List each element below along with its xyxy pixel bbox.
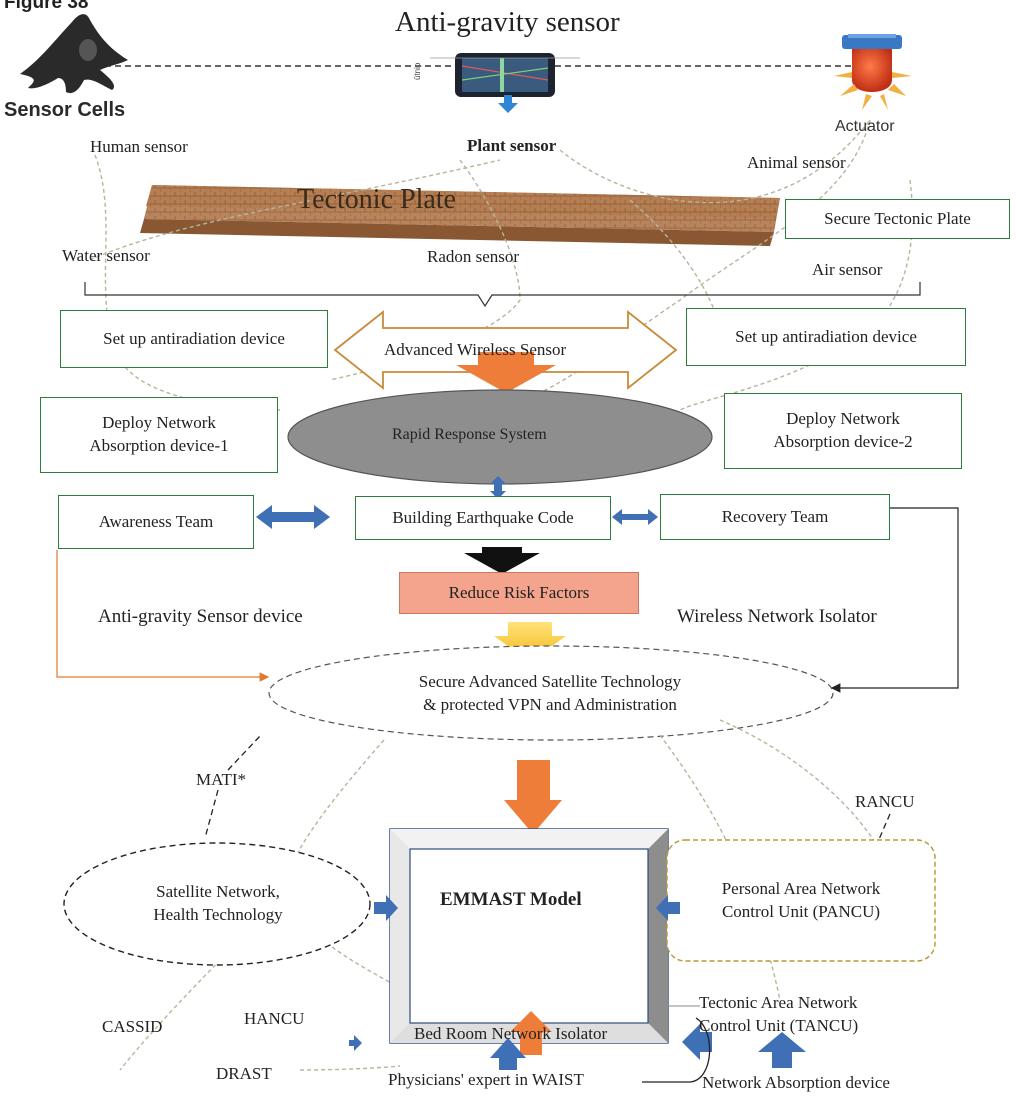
human-sensor-label: Human sensor <box>90 137 188 156</box>
satellite-network-line2: Health Technology <box>153 905 283 924</box>
tectonic-plate-label: Tectonic Plate <box>297 184 456 215</box>
antiradiation-device-right: Set up antiradiation device <box>686 308 966 366</box>
network-absorption-label: Network Absorption device <box>702 1073 890 1092</box>
yellow-down-arrow <box>494 622 566 662</box>
secure-tectonic-plate-box: Secure Tectonic Plate <box>785 199 1010 239</box>
blue-up-arrow-physicians <box>490 1038 526 1070</box>
deploy-network-box-1: Deploy Network Absorption device-1 <box>40 397 278 473</box>
actuator-label: Actuator <box>835 118 895 135</box>
blue-arrow-satnet-emmast <box>374 895 398 921</box>
pancu-line2: Control Unit (PANCU) <box>721 902 881 921</box>
plant-sensor-label: Plant sensor <box>467 136 557 155</box>
blue-updown-arrow-1 <box>490 476 506 499</box>
satellite-ellipse <box>268 645 834 741</box>
water-sensor-label: Water sensor <box>62 246 150 265</box>
satellite-line2: & protected VPN and Administration <box>423 695 677 714</box>
satellite-text: Secure Advanced Satellite Technology & p… <box>300 663 800 725</box>
sensor-cell-icon <box>20 14 128 94</box>
blue-arrow-hancu <box>349 1035 362 1051</box>
tablet-sensor-icon: ûtnip <box>413 53 580 113</box>
deploy-network-1-line2: Absorption device-1 <box>89 436 229 455</box>
actuator-icon <box>834 34 912 110</box>
anti-gravity-device-label: Anti-gravity Sensor device <box>98 606 303 627</box>
physicians-connector <box>642 1017 711 1083</box>
sensor-bracket <box>84 282 921 308</box>
deploy-network-box-2: Deploy Network Absorption device-2 <box>724 393 962 469</box>
wireless-isolator-label: Wireless Network Isolator <box>677 606 877 627</box>
blue-double-arrow-recovery <box>612 509 658 525</box>
satellite-network-line1: Satellite Network, <box>156 882 280 902</box>
awareness-team-box: Awareness Team <box>58 495 254 549</box>
reduce-risk-box: Reduce Risk Factors <box>399 572 639 614</box>
drast-label: DRAST <box>216 1064 272 1083</box>
antiradiation-device-left: Set up antiradiation device <box>60 310 328 368</box>
blue-double-arrow-awareness <box>256 505 330 529</box>
blue-up-arrow-absorption <box>758 1032 806 1068</box>
recovery-team-box: Recovery Team <box>660 494 890 540</box>
black-down-arrow <box>464 547 540 574</box>
advanced-wireless-sensor-label: Advanced Wireless Sensor <box>384 340 567 359</box>
animal-sensor-label: Animal sensor <box>747 153 846 172</box>
rancu-label: RANCU <box>855 792 915 811</box>
tectonic-plate-shape <box>140 185 780 246</box>
emmast-box <box>389 828 669 1044</box>
radon-sensor-label: Radon sensor <box>427 247 520 266</box>
mati-dashed-line <box>204 789 219 839</box>
emmast-model-label: EMMAST Model <box>440 889 582 910</box>
blue-left-arrow-bedroom <box>682 1024 712 1060</box>
satellite-network-text: Satellite Network, Health Technology <box>90 874 346 934</box>
svg-text:ûtnip: ûtnip <box>413 62 422 80</box>
wireless-double-arrow <box>333 310 678 390</box>
diagram-title: Anti-gravity sensor <box>395 6 620 38</box>
deploy-network-2-line1: Deploy Network <box>786 409 900 429</box>
satellite-network-ellipse <box>63 842 371 966</box>
sensor-cells-label: Sensor Cells <box>4 99 126 121</box>
hancu-label: HANCU <box>244 1009 305 1028</box>
rapid-response-label: Rapid Response System <box>392 426 547 443</box>
mati-label: MATI* <box>196 770 247 789</box>
recovery-to-satellite-line <box>830 507 959 693</box>
awareness-to-satellite-line <box>56 550 270 682</box>
building-code-box: Building Earthquake Code <box>355 496 611 540</box>
deploy-network-1-line1: Deploy Network <box>102 413 216 433</box>
figure-label: Figure 38 <box>4 0 89 13</box>
tancu-line2: Control Unit (TANCU) <box>699 1016 859 1035</box>
pancu-line1: Personal Area Network <box>721 879 881 899</box>
physicians-label: Physicians' expert in WAIST <box>388 1070 584 1089</box>
orange-up-arrow <box>510 1011 552 1055</box>
bedroom-isolator-label: Bed Room Network Isolator <box>414 1024 608 1043</box>
air-sensor-label: Air sensor <box>812 260 883 279</box>
orange-down-arrow-2 <box>504 760 562 834</box>
mati-dashed-line-2 <box>227 735 261 771</box>
blue-arrow-pancu-emmast <box>656 895 680 921</box>
orange-down-arrow-1 <box>456 352 556 393</box>
tancu-line1: Tectonic Area Network <box>699 993 858 1012</box>
satellite-line1: Secure Advanced Satellite Technology <box>418 672 682 692</box>
cassid-label: CASSID <box>102 1017 163 1036</box>
deploy-network-2-line2: Absorption device-2 <box>773 432 913 451</box>
pancu-text: Personal Area Network Control Unit (PANC… <box>672 872 930 930</box>
